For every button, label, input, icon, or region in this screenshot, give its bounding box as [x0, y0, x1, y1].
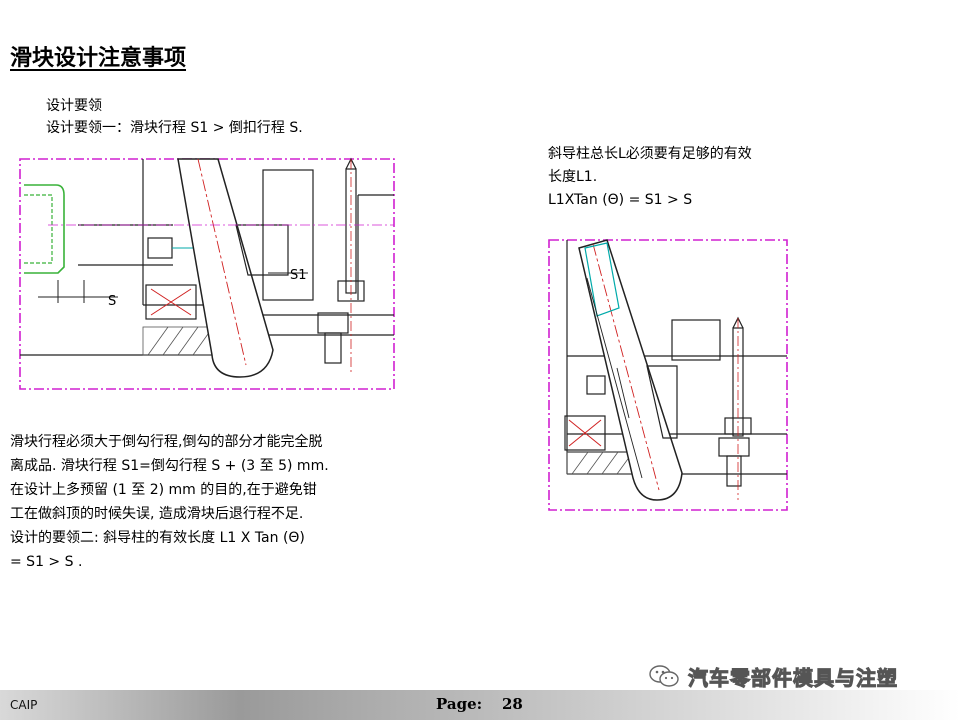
intro-line-2: 设计要领一：滑块行程 S1 > 倒扣行程 S.	[46, 120, 303, 136]
watermark: 汽车零部件模具与注塑	[648, 662, 898, 690]
body-line-2: 离成品. 滑块行程 S1=倒勾行程 S + (3 至 5) mm.	[10, 458, 329, 474]
wechat-icon	[649, 665, 679, 687]
watermark-text: 汽车零部件模具与注塑	[688, 665, 898, 690]
page-title: 滑块设计注意事项	[10, 45, 187, 71]
dimension-label-s: S	[108, 294, 116, 309]
slider-drawing-2	[548, 239, 788, 511]
body-text: 滑块行程必须大于倒勾行程,倒勾的部分才能完全脱 离成品. 滑块行程 S1=倒勾行…	[10, 430, 450, 574]
intro-text: 设计要领 设计要领一：滑块行程 S1 > 倒扣行程 S.	[46, 95, 303, 139]
intro-line-1: 设计要领	[46, 98, 102, 114]
footer-bar: CAIP Page: 28	[0, 690, 960, 720]
dimension-label-s1: S1	[290, 268, 307, 283]
footer-brand: CAIP	[10, 698, 38, 712]
right-note-line-1: 斜导柱总长L必须要有足够的有效	[548, 146, 752, 162]
slider-drawing-1: S1 S	[19, 157, 395, 390]
right-note-text: 斜导柱总长L必须要有足够的有效 长度L1. L1XTan (Θ) = S1 > …	[548, 143, 752, 212]
body-line-1: 滑块行程必须大于倒勾行程,倒勾的部分才能完全脱	[10, 434, 323, 450]
page-number: 28	[502, 695, 523, 713]
body-line-4: 工在做斜顶的时候失误, 造成滑块后退行程不足.	[10, 506, 304, 522]
right-note-line-2: 长度L1.	[548, 169, 598, 185]
body-line-6: = S1 > S .	[10, 554, 83, 570]
page-label: Page:	[436, 695, 483, 713]
right-note-line-3: L1XTan (Θ) = S1 > S	[548, 192, 693, 208]
body-line-5: 设计的要领二: 斜导柱的有效长度 L1 X Tan (Θ)	[10, 530, 305, 546]
body-line-3: 在设计上多预留 (1 至 2) mm 的目的,在于避免钳	[10, 482, 317, 498]
